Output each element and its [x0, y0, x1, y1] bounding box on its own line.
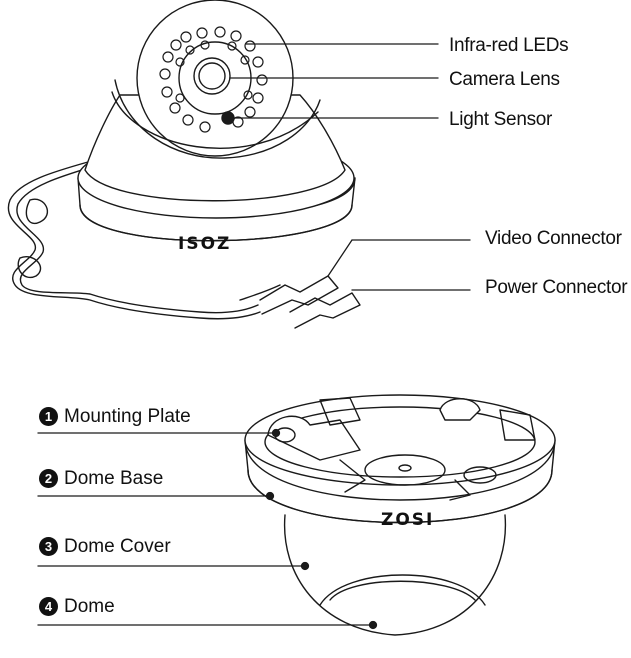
- label-camera-lens: Camera Lens: [449, 69, 560, 90]
- label-text: Dome: [64, 596, 115, 617]
- camera-housing: [77, 0, 356, 242]
- top-leader-lines: [229, 43, 471, 291]
- number-badge: 2: [39, 469, 58, 488]
- bottom-leader-lines: [37, 428, 378, 630]
- number-badge: 4: [39, 597, 58, 616]
- dome-logo: ZOSI: [381, 510, 435, 530]
- label-dome-base: 2 Dome Base: [39, 469, 163, 488]
- label-text: Mounting Plate: [64, 406, 191, 427]
- camera-cable: [7, 159, 261, 320]
- label-infrared-leds: Infra-red LEDs: [449, 35, 569, 56]
- label-dome-cover: 3 Dome Cover: [39, 537, 171, 556]
- label-power-connector: Power Connector: [485, 277, 628, 298]
- label-text: Dome Base: [64, 468, 164, 489]
- label-light-sensor: Light Sensor: [449, 109, 553, 130]
- number-badge: 3: [39, 537, 58, 556]
- number-badge: 1: [39, 407, 58, 426]
- dome-cover: [283, 514, 507, 636]
- camera-connectors: [239, 275, 361, 329]
- mounting-plate: [267, 397, 536, 501]
- label-video-connector: Video Connector: [485, 228, 622, 249]
- infrared-led-ring: [159, 26, 268, 133]
- label-dome: 4 Dome: [39, 597, 115, 616]
- dome-base-ring: [244, 394, 556, 524]
- camera-logo-mirrored: ISOZ: [178, 234, 232, 254]
- label-text: Dome Cover: [64, 536, 171, 557]
- label-mounting-plate: 1 Mounting Plate: [39, 407, 191, 426]
